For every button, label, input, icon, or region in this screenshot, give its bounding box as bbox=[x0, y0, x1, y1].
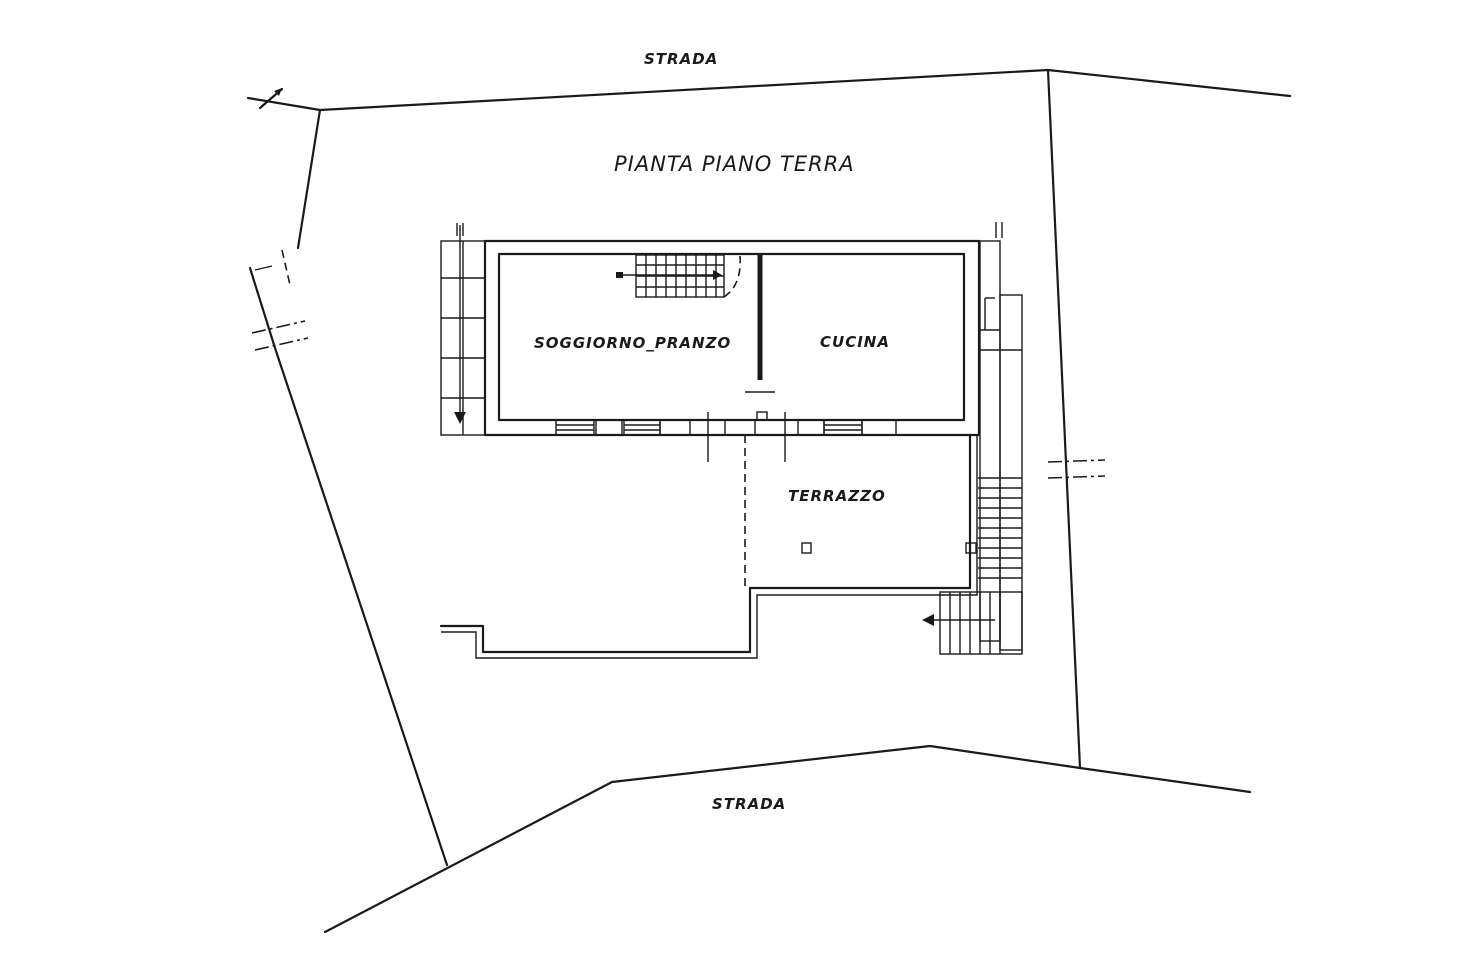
section-marker-left bbox=[251, 249, 309, 351]
room-label-living: SOGGIORNO_PRANZO bbox=[534, 334, 731, 352]
road-label-bottom: STRADA bbox=[712, 795, 786, 813]
internal-stair bbox=[616, 254, 741, 298]
north-arrow-icon bbox=[258, 87, 284, 110]
room-label-terrace: TERRAZZO bbox=[788, 487, 886, 505]
road-label-top: STRADA bbox=[644, 50, 718, 68]
south-wall-openings bbox=[555, 411, 897, 462]
east-external-stair bbox=[922, 222, 1023, 655]
terrace bbox=[439, 433, 978, 659]
lot-boundary bbox=[246, 68, 1292, 934]
room-label-kitchen: CUCINA bbox=[820, 333, 890, 351]
plan-title: PIANTA PIANO TERRA bbox=[614, 152, 855, 176]
west-external-stair bbox=[440, 223, 486, 436]
section-marker-right bbox=[1047, 459, 1106, 479]
